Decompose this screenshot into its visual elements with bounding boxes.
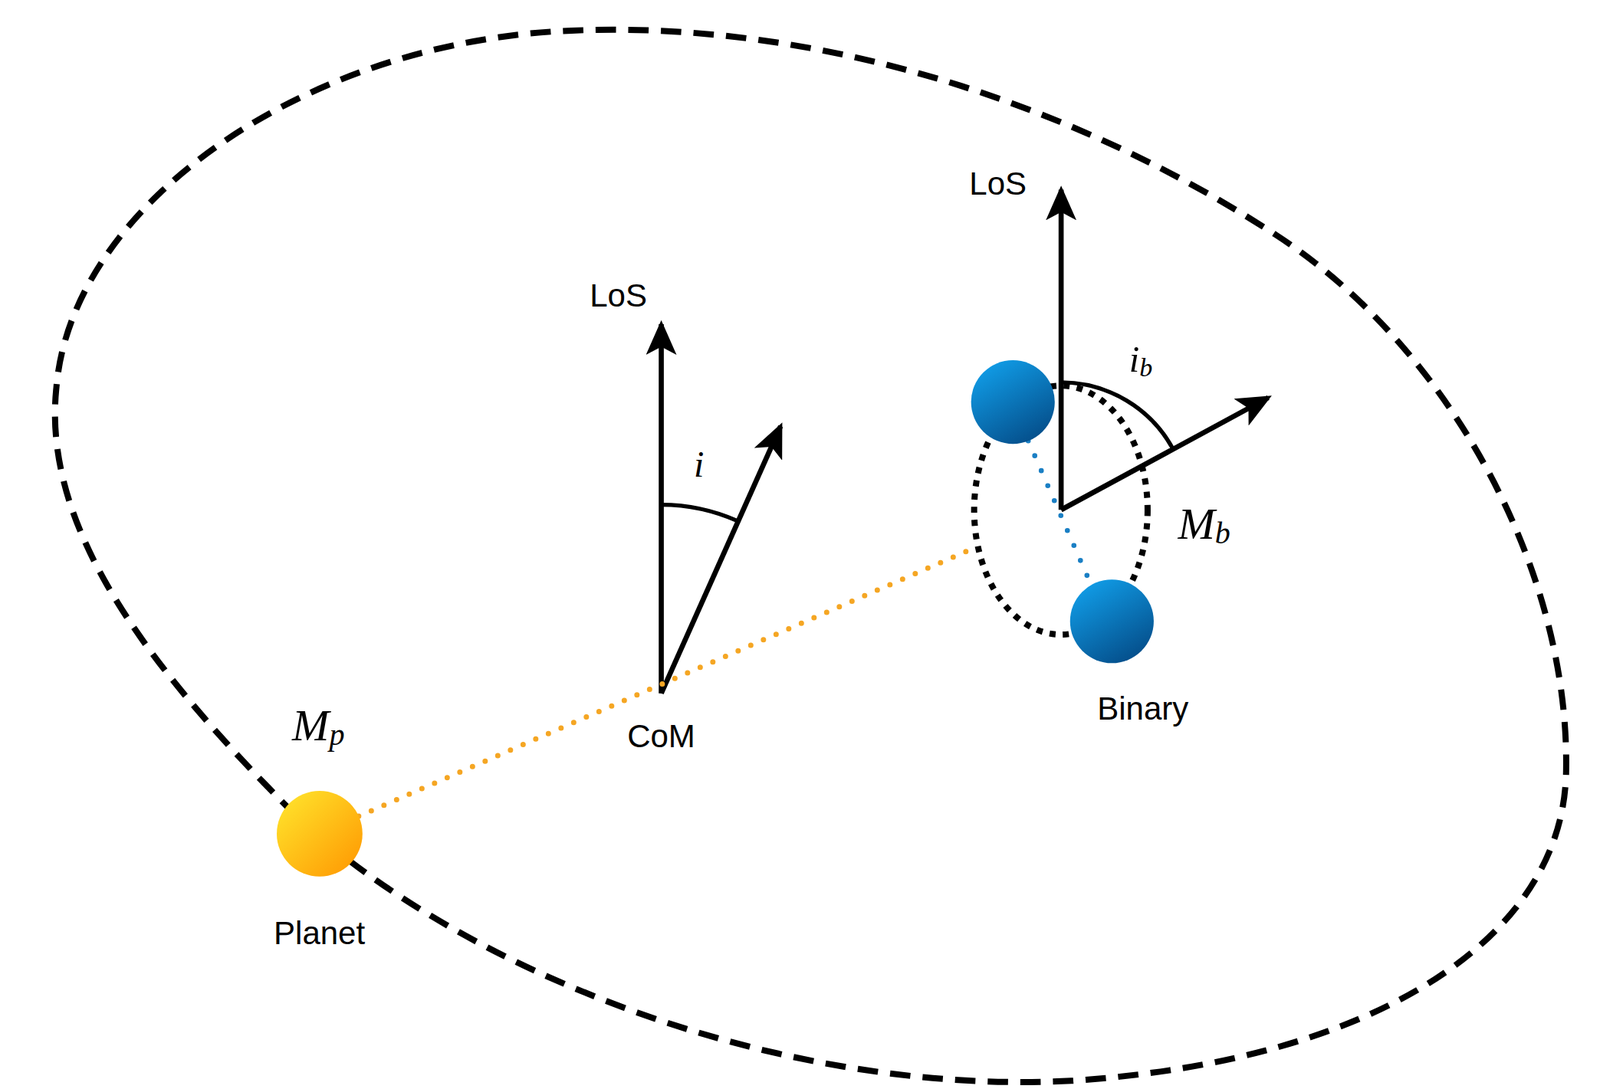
binary-separation	[1028, 440, 1088, 577]
star	[1070, 579, 1154, 664]
mass-label: Mb	[1177, 499, 1230, 552]
axis-label: LoS	[589, 278, 648, 314]
binary-normal-arrow	[1061, 397, 1269, 510]
connector-line	[358, 546, 979, 817]
axis-label: LoS	[969, 165, 1027, 201]
name-label: Binary	[1097, 691, 1189, 727]
planet-shape	[276, 791, 363, 878]
binary-system: MbBinary	[969, 357, 1158, 669]
angle-label: i	[693, 443, 704, 485]
inclination-arc	[1061, 382, 1173, 451]
star	[971, 360, 1055, 444]
outer-orbit	[55, 29, 1567, 1083]
planet-body	[276, 791, 363, 878]
mass-label: Mp	[292, 700, 345, 753]
point-label: CoM	[627, 719, 696, 755]
inclination-arc	[661, 505, 739, 522]
los-arrow	[658, 324, 664, 694]
binary-system-shape	[969, 357, 1158, 669]
orbit-normal-arrow	[661, 426, 782, 694]
angle-label: ib	[1129, 338, 1153, 382]
name-label: Planet	[273, 916, 365, 952]
planet: MpPlanet	[276, 791, 363, 878]
los-arrow	[1058, 189, 1065, 510]
